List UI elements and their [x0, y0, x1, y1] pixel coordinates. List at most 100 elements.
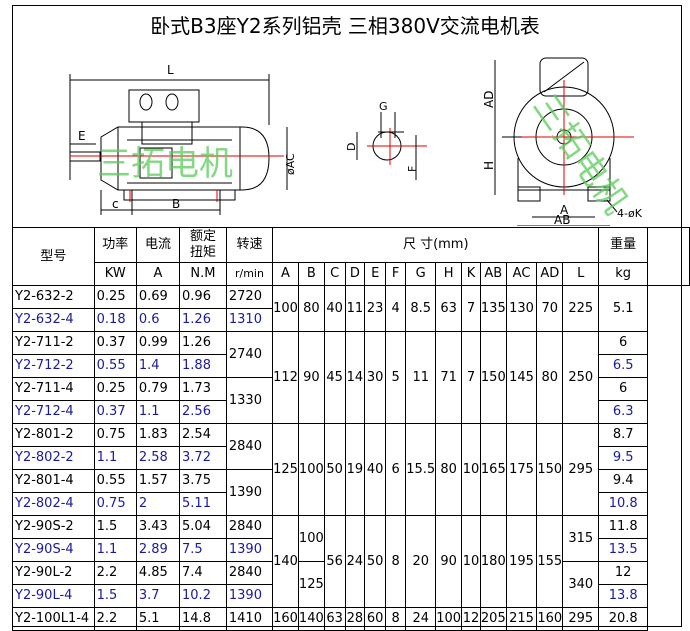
dim-cell-e: 50 [364, 515, 387, 608]
model-cell: Y2-632-4 [12, 308, 95, 332]
dim-cell-l: 295 [562, 423, 600, 516]
dim-cell-ab: 205 [479, 607, 507, 631]
dim-cell-c: 45 [323, 331, 346, 424]
speed-cell: 1390 [225, 469, 274, 516]
header-current-unit: A [135, 262, 181, 286]
dim-cell-ad: 160 [536, 607, 564, 631]
weight-cell: 9.4 [598, 469, 648, 493]
torque-cell: 1.26 [179, 331, 227, 355]
torque-cell: 1.26 [179, 308, 227, 332]
dim-cell-h: 71 [435, 331, 463, 424]
dim-cell-ab: 165 [479, 423, 507, 516]
model-cell: Y2-801-4 [12, 469, 95, 493]
dim-cell-f: 6 [385, 423, 407, 516]
dim-cell-c: 50 [323, 423, 346, 516]
power-cell: 0.75 [93, 492, 137, 516]
power-cell: 0.18 [93, 308, 137, 332]
current-cell: 1.4 [135, 354, 181, 378]
dim-cell-ac: 145 [505, 331, 538, 424]
power-cell: 1.1 [93, 538, 137, 562]
watermark-text: 三拓电机 [97, 144, 233, 184]
torque-cell: 10.2 [179, 584, 227, 608]
watermark-text-rotated: 三拓电机 [525, 87, 636, 221]
model-cell: Y2-90S-4 [12, 538, 95, 562]
dim-cell-l: 315 [562, 515, 600, 562]
dim-cell-d: 11 [344, 285, 366, 332]
torque-cell: 2.54 [179, 423, 227, 447]
side-view-drawing: L E c B øAC 三拓电机 [69, 63, 297, 215]
header-dim-a: A [272, 262, 299, 286]
dim-label-G: G [379, 100, 388, 113]
weight-cell: 8.7 [598, 423, 648, 447]
weight-cell: 6 [598, 377, 648, 401]
dim-cell-l: 225 [562, 285, 600, 332]
dim-cell-ad: 150 [536, 423, 564, 516]
header-dim-k: K [461, 262, 481, 286]
header-dim-b: B [297, 262, 325, 286]
weight-cell: 6.3 [598, 400, 648, 424]
header-model: 型号 [12, 227, 95, 286]
dim-cell-k: 7 [461, 331, 481, 424]
dim-cell-f: 8 [385, 515, 407, 608]
header-torque: 额定扭矩 [189, 229, 216, 260]
power-cell: 2.2 [93, 607, 137, 631]
model-cell: Y2-711-2 [12, 331, 95, 355]
header-dim-d: D [344, 262, 366, 286]
speed-cell: 2840 [225, 423, 274, 470]
power-cell: 0.25 [93, 285, 137, 309]
model-cell: Y2-802-4 [12, 492, 95, 516]
page-title: 卧式B3座Y2系列铝壳 三相380V交流电机表 [150, 14, 540, 38]
dim-cell-h: 80 [435, 423, 463, 516]
dim-cell-ac: 130 [505, 285, 538, 332]
dim-cell-h: 100 [435, 607, 463, 631]
dim-cell-a: 140 [272, 515, 299, 608]
dim-cell-ad: 70 [536, 285, 564, 332]
weight-cell: 13.5 [598, 538, 648, 562]
power-cell: 2.2 [93, 561, 137, 585]
dim-cell-k: 7 [461, 285, 481, 332]
header-dim-ad: AD [536, 262, 564, 286]
dim-cell-c: 56 [323, 515, 346, 608]
dim-cell-h: 90 [435, 515, 463, 608]
header-dim-h: H [435, 262, 463, 286]
model-cell: Y2-90L-4 [12, 584, 95, 608]
dim-cell-f: 4 [385, 285, 407, 332]
dim-label-B: B [172, 197, 180, 211]
current-cell: 3.7 [135, 584, 181, 608]
torque-cell: 5.04 [179, 515, 227, 539]
dim-cell-g: 11 [405, 331, 437, 424]
header-dim-c: C [323, 262, 346, 286]
dim-cell-e: 23 [364, 285, 387, 332]
header-current: 电流 [135, 227, 181, 263]
speed-cell: 2740 [225, 331, 274, 378]
torque-cell: 1.88 [179, 354, 227, 378]
header-torque-unit: N.M [179, 262, 227, 286]
dim-cell-l: 295 [562, 607, 600, 631]
motor-drawings: L E c B øAC 三拓电机 G D F [69, 57, 643, 226]
header-power: 功率 [93, 227, 137, 263]
dim-cell-a: 100 [272, 285, 299, 332]
header-dim-ac: AC [505, 262, 538, 286]
model-cell: Y2-90S-2 [12, 515, 95, 539]
power-cell: 0.55 [93, 354, 137, 378]
weight-cell: 12 [598, 561, 648, 585]
dim-cell-ad: 155 [536, 515, 564, 608]
dim-cell-f: 8 [385, 607, 407, 631]
dim-label-L: L [167, 63, 174, 77]
current-cell: 0.99 [135, 331, 181, 355]
current-cell: 2.89 [135, 538, 181, 562]
torque-cell: 3.75 [179, 469, 227, 493]
speed-cell: 1330 [225, 377, 274, 424]
power-cell: 0.37 [93, 400, 137, 424]
power-cell: 0.75 [93, 423, 137, 447]
dim-cell-a: 112 [272, 331, 299, 424]
torque-cell: 5.11 [179, 492, 227, 516]
